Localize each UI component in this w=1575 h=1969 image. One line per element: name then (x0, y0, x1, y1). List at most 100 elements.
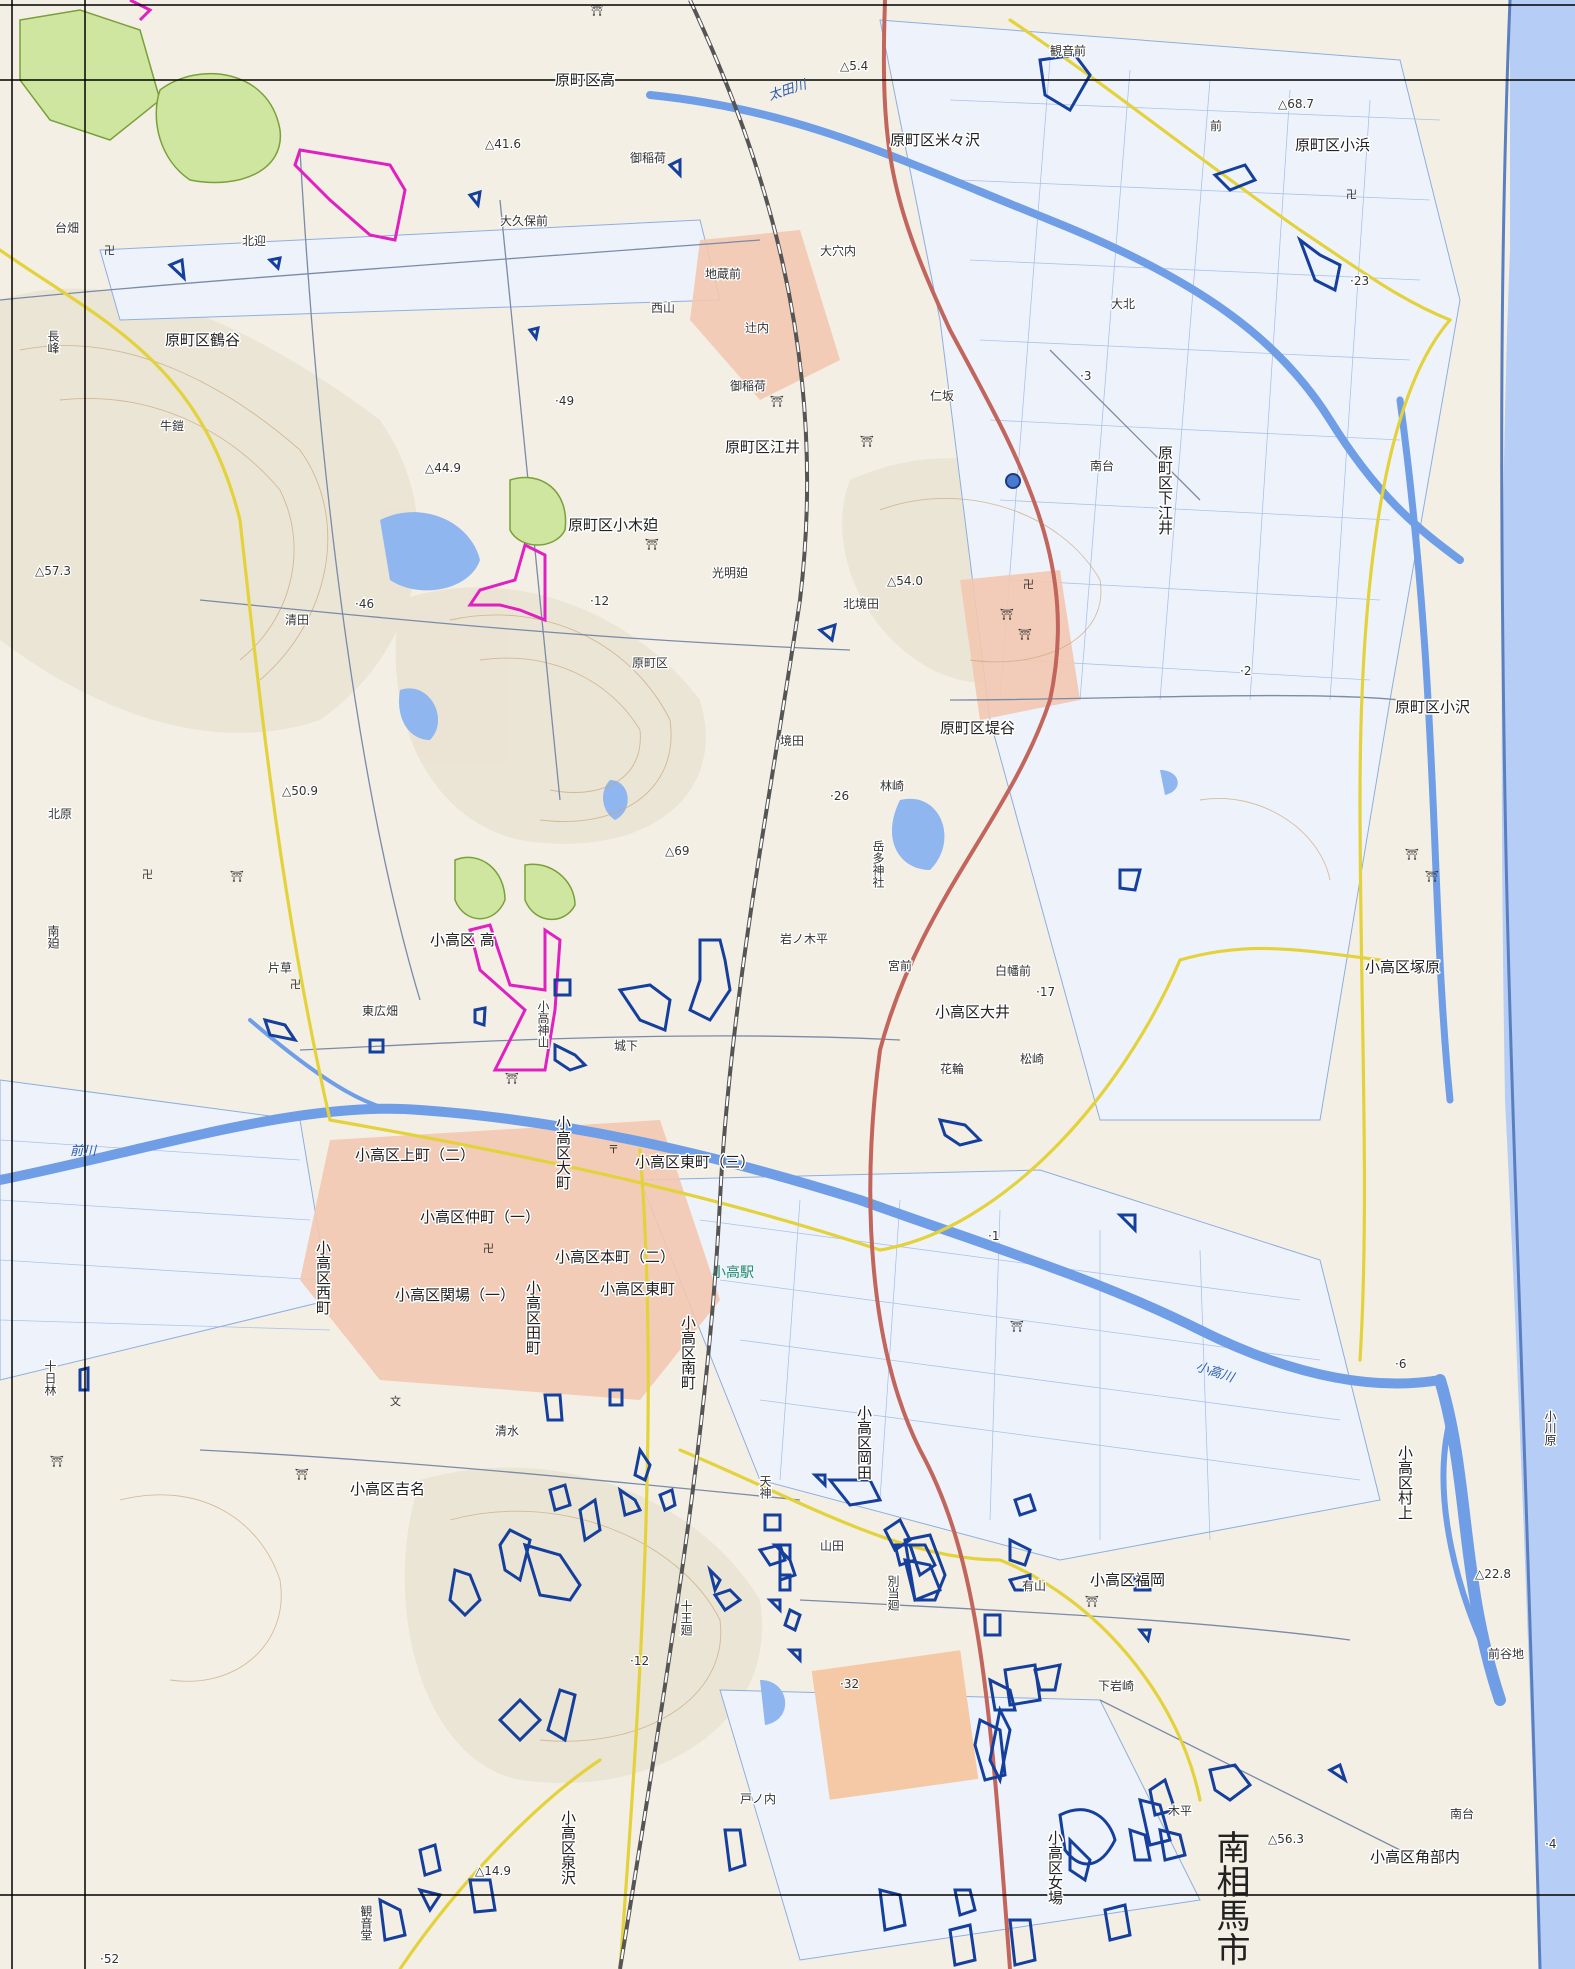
elevation-label: △5.4 (840, 59, 868, 73)
label-small: 松崎 (1020, 1052, 1044, 1066)
label-small: 御稲荷 (630, 150, 666, 165)
forest-areas (19, 9, 576, 921)
label-small: 大北 (1111, 297, 1135, 311)
label-small: 北原 (48, 807, 72, 821)
sea (1501, 0, 1575, 1969)
shrine-icon: ⛩ (645, 538, 659, 551)
elevation-label: △41.6 (485, 137, 521, 151)
highway (868, 0, 1060, 1969)
elevation-label: △50.9 (282, 784, 318, 798)
post-office-icon: 〒 (608, 1143, 619, 1156)
label-small: 片草 (268, 961, 292, 975)
shrine-icon: ⛩ (590, 4, 604, 17)
interchange-icon (1005, 473, 1021, 489)
label-odaka-sekiba: 小高区関場（一） (395, 1286, 515, 1304)
label-haramachi-tsutsumiya: 原町区堤谷 (940, 719, 1015, 737)
label-small: 南台 (1090, 458, 1114, 473)
local-roads (0, 149, 1401, 1851)
elevation-label: ·2 (1240, 664, 1251, 678)
railway (618, 0, 810, 1969)
label-odaka-station: 小高駅 (712, 1264, 754, 1281)
label-small: 花輪 (940, 1061, 964, 1076)
label-small: 林崎 (880, 779, 904, 793)
elevation-label: ·52 (100, 1952, 119, 1966)
elevation-label: △56.3 (1268, 1832, 1304, 1846)
label-haramachi-kozawa: 原町区小沢 (1395, 698, 1470, 716)
label-small: 牛鎧 (160, 418, 184, 433)
label-haramachi-shimoei: 原町区下江井 (1156, 445, 1174, 536)
label-odaka-onagaba: 小高区女場 (1046, 1830, 1064, 1905)
label-small: 北迎 (242, 234, 266, 248)
temple-icon: 卍 (1023, 578, 1034, 591)
map-symbols: ⛩ ⛩ ⛩ ⛩ ⛩ ⛩ ⛩ ⛩ ⛩ ⛩ ⛩ ⛩ ⛩ ⛩ 卍 卍 卍 卍 卍 卍 … (50, 4, 1439, 1608)
label-odaka-omachi: 小高区大町 (554, 1115, 572, 1190)
elevation-label: △54.0 (887, 574, 923, 588)
contour-lines (19, 345, 1331, 1742)
label-small: 有山 (1022, 1579, 1046, 1593)
label-city-minamisoma: 南相馬市 (1210, 1830, 1250, 1966)
label-small: 台畑 (55, 220, 79, 235)
label-haramachi-kogihata: 原町区小木廹 (568, 516, 658, 534)
label-small: 大穴内 (820, 243, 856, 258)
elevation-label: ·23 (1350, 274, 1369, 288)
temple-icon: 卍 (104, 244, 115, 257)
label-odaka-tsukahara: 小高区塚原 (1365, 958, 1440, 976)
temple-icon: 卍 (290, 978, 301, 991)
temple-icon: 卍 (142, 868, 153, 881)
label-small: 城下 (614, 1039, 638, 1053)
label-small: 大久保前 (500, 213, 548, 228)
elevation-label: ·12 (590, 594, 609, 608)
label-odaka-higashimachi: 小高区東町 (600, 1280, 675, 1298)
main-roads (0, 18, 1452, 1969)
river-ota (646, 91, 1464, 564)
label-odaka-fukuoka: 小高区福岡 (1090, 1571, 1165, 1589)
shrine-icon: ⛩ (1000, 608, 1014, 621)
label-haramachi-kohama: 原町区小浜 (1295, 136, 1370, 154)
shrine-icon: ⛩ (1010, 1320, 1024, 1333)
elevation-label: ·32 (840, 1677, 859, 1691)
label-small: 前 (1210, 118, 1222, 133)
temple-icon: 卍 (483, 1242, 494, 1255)
label-odaka-murakami: 小高区村上 (1396, 1445, 1414, 1520)
shrine-icon: ⛩ (50, 1455, 64, 1468)
label-odaka-higashimachi3: 小高区東町（三） (635, 1153, 755, 1171)
elevation-label: ·26 (830, 789, 849, 803)
label-small: 十日林 (43, 1360, 57, 1396)
label-small: 光明廹 (712, 565, 748, 580)
label-small: 十王廻 (679, 1600, 693, 1637)
elevation-label: ·4 (1545, 1837, 1556, 1851)
label-river-sai: 前川 (70, 1144, 98, 1159)
elevation-label: △22.8 (1475, 1567, 1511, 1581)
paddy-fields (0, 19, 1461, 1961)
label-small: 戸ノ内 (740, 1792, 776, 1806)
elevation-label: ·17 (1036, 985, 1055, 999)
label-odaka-izumisawa: 小高区泉沢 (559, 1810, 577, 1885)
shrine-icon: ⛩ (1425, 870, 1439, 883)
coastline (1500, 0, 1542, 1969)
elevation-label: ·6 (1395, 1357, 1406, 1371)
shrine-icon: ⛩ (770, 395, 784, 408)
label-small: 仁坂 (930, 389, 954, 403)
elevation-label: ·3 (1080, 369, 1091, 383)
label-small: 白幡前 (995, 963, 1031, 978)
temple-icon: 卍 (1346, 188, 1357, 201)
elevation-label: △68.7 (1278, 97, 1314, 111)
label-haramachi-taka: 原町区高 (555, 71, 615, 89)
label-small: 清水 (495, 1424, 519, 1438)
label-small: 山田 (820, 1539, 844, 1553)
label-odaka-taka: 小高区 高 (430, 931, 495, 949)
elevation-label: △44.9 (425, 461, 461, 475)
label-small: 観音堂 (359, 1905, 373, 1941)
small-place-labels: 北迎 大久保前 地蔵前 西山 辻内 大北 牛鎧 清田 光明廹 北境田 境田 林崎… (42, 42, 1559, 1943)
label-small: 木平 (1168, 1804, 1192, 1818)
label-small: 東広畑 (362, 1004, 398, 1018)
label-odaka-kakubeuchi: 小高区角部内 (1370, 1848, 1460, 1866)
label-odaka-kamiyama: 小高神山 (536, 1000, 550, 1048)
shrine-icon: ⛩ (860, 435, 874, 448)
elevation-label: △69 (665, 844, 690, 858)
label-haramachi: 原町区 (632, 656, 668, 670)
label-small: 天神 (758, 1475, 772, 1499)
elevation-label: ·12 (630, 1654, 649, 1668)
label-small: 長峰 (46, 330, 60, 354)
